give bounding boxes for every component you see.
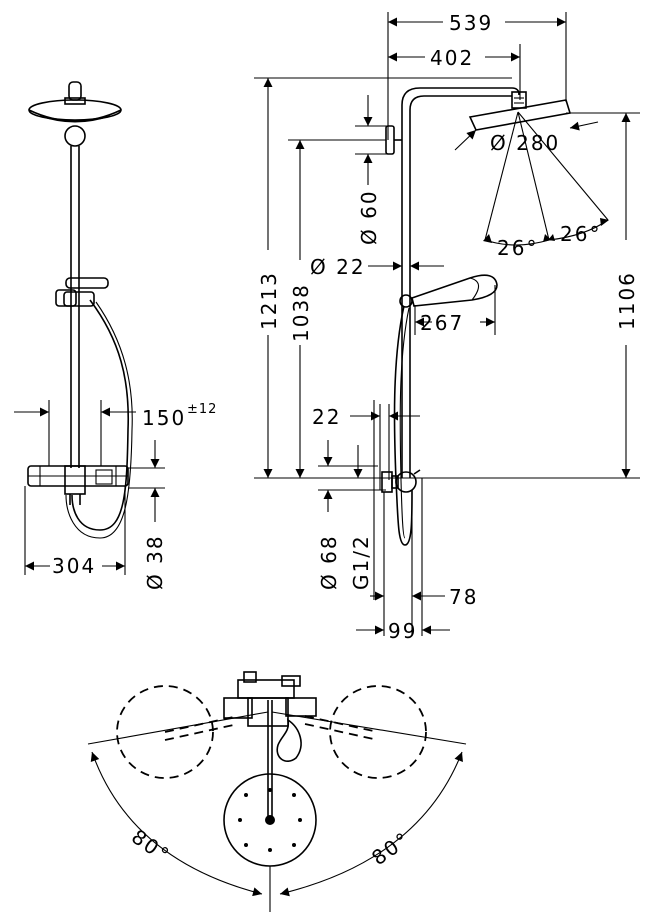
dim-22: 22: [312, 405, 341, 429]
front-view: 150 ±12 304 Ø 38: [14, 81, 217, 590]
swing-circle-right: [329, 685, 427, 779]
top-view: 80° 80°: [87, 671, 467, 912]
front-ceiling-nut: [64, 125, 86, 147]
side-wall-bracket: [385, 125, 395, 155]
dim-99: 99: [388, 619, 417, 643]
dim-267: 267: [420, 311, 464, 335]
dim-g12: G1/2: [349, 534, 373, 590]
front-swivel-joint: [68, 81, 82, 101]
dim-1106: 1106: [615, 271, 639, 330]
dim-402: 402: [430, 46, 474, 70]
dim-d60: Ø 60: [357, 189, 381, 245]
side-shower-arm: [401, 87, 520, 300]
swing-circle-left: [116, 685, 214, 779]
front-shelf: [65, 277, 109, 289]
dim-150-tolerance: ±12: [187, 402, 217, 417]
dim-d22: Ø 22: [310, 255, 366, 279]
dim-d68: Ø 68: [317, 534, 341, 590]
dim-angle-26-left: 26°: [497, 236, 538, 260]
side-hose: [393, 305, 413, 546]
dim-304: 304: [52, 554, 96, 578]
dim-1213: 1213: [257, 271, 281, 330]
side-wall-connection: [381, 471, 393, 493]
dim-angle-80-right: 80°: [367, 827, 415, 870]
dim-angle-26-right: 26°: [560, 222, 601, 246]
dim-1038: 1038: [289, 283, 313, 342]
dim-d280: Ø 280: [490, 131, 560, 155]
front-hose: [71, 299, 130, 531]
front-showerhead-body: [28, 109, 122, 122]
dim-angle-80-left: 80°: [127, 824, 175, 867]
dim-d38: Ø 38: [143, 534, 167, 590]
dim-78: 78: [449, 585, 478, 609]
dim-539: 539: [449, 11, 493, 35]
side-hand-shower: [411, 274, 498, 307]
side-view: 539 402 Ø 280 26° 26°: [254, 11, 640, 643]
dim-150: 150: [142, 406, 186, 430]
side-thermostat: [395, 471, 417, 493]
